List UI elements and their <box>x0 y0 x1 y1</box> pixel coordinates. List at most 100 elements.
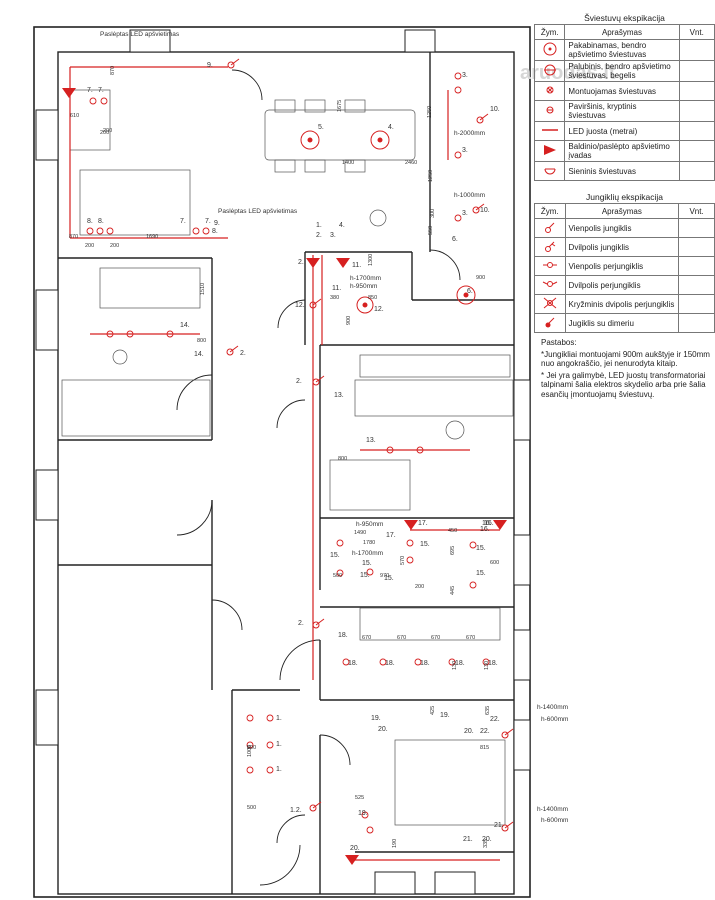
note-line: *Jungikliai montuojami 900m aukštyje ir … <box>541 349 710 369</box>
switch-legend-title: Jungiklių ekspikacija <box>585 192 663 202</box>
dimension-label: 850 <box>368 295 378 301</box>
dimension-label: 200 <box>103 128 113 134</box>
fixture-number: 10. <box>490 106 500 113</box>
legend-text: Vienpolis perjungiklis <box>564 256 680 276</box>
dimension-label: 610 <box>70 113 80 119</box>
fixture-number: 20. <box>350 845 360 852</box>
switch-legend-table: Žym. Aprašymas Vnt. Vienpolis jungiklis … <box>534 203 715 333</box>
hidden-led-label: Paslėptas LED apšvietimas <box>218 208 298 215</box>
fixture-number: 9. <box>214 220 220 227</box>
directional-light-icon <box>533 100 566 122</box>
switch-legend: Jungiklių ekspikacija Žym. Aprašymas Vnt… <box>534 192 715 333</box>
fixture-number: 15. <box>330 552 340 559</box>
cross-double-switch-icon <box>534 294 566 314</box>
legend-header-description: Aprašymas <box>564 24 680 40</box>
dimension-label: 1490 <box>354 530 367 536</box>
dimmer-switch-icon <box>534 313 566 333</box>
dimension-label: 970 <box>380 573 390 579</box>
dimension-label: 870 <box>110 65 116 75</box>
height-label: h-950mm <box>350 283 378 290</box>
fixture-number: 15. <box>360 572 370 579</box>
windows <box>35 29 531 895</box>
fixture-number: 4. <box>339 222 345 229</box>
legend-text: Montuojamas šviestuvas <box>564 81 680 101</box>
fixture-number: 22. <box>480 728 490 735</box>
dimension-label: 670 <box>397 635 407 641</box>
led-strips <box>69 66 500 861</box>
double-switch-icon <box>534 237 566 257</box>
fixture-number: 17. <box>386 532 396 539</box>
fixture-number: 1.2. <box>290 807 302 814</box>
dimension-label: 500 <box>247 805 257 811</box>
dimension-label: 2460 <box>405 160 418 166</box>
fixture-number: 3. <box>330 232 336 239</box>
fixture-number: 7. <box>98 87 104 94</box>
recessed-light-icon <box>533 81 566 101</box>
dimension-label: 425 <box>430 705 436 715</box>
fixture-number: 7. <box>87 87 93 94</box>
fixture-number: 16. <box>484 520 494 527</box>
dimension-label: 1675 <box>337 99 343 112</box>
legend-text: Sieninis šviestuvas <box>564 161 680 181</box>
legend-text: Pakabinamas, bendro apšvietimo šviestuva… <box>564 39 680 61</box>
fixture-number: 19. <box>358 810 368 817</box>
legend-header-qty: Vnt. <box>678 24 715 40</box>
fixture-number: 11. <box>352 262 362 269</box>
dimension-label: 200 <box>415 584 425 590</box>
legend-row: Vienpolis jungiklis <box>534 218 715 238</box>
height-label: h-600mm <box>541 817 569 824</box>
hidden-led-label: Paslėptas LED apšvietimas <box>100 31 180 38</box>
dimension-label: 200 <box>85 243 95 249</box>
fixture-number: 8. <box>212 228 218 235</box>
fixture-number: 18. <box>348 660 358 667</box>
dimension-label: 670 <box>362 635 372 641</box>
single-switch-icon <box>534 218 566 238</box>
fixture-number: 14. <box>194 351 204 358</box>
fixture-number: 18. <box>455 660 465 667</box>
double-changeover-switch-icon <box>534 275 566 295</box>
fixture-number: 10. <box>480 207 490 214</box>
fixture-number: 1. <box>316 222 322 229</box>
dimension-label: 670 <box>431 635 441 641</box>
dimension-label: 300 <box>430 208 436 218</box>
dimension-label: 1000 <box>247 744 253 757</box>
dimension-label: 550 <box>428 225 434 235</box>
fixture-number: 2. <box>296 378 302 385</box>
fixture-number: 1. <box>276 766 282 773</box>
dimension-label: 815 <box>480 745 490 751</box>
legend-text: Kryžminis dvipolis perjungiklis <box>564 294 680 314</box>
legend-text: Jugiklis su dimeriu <box>564 313 680 333</box>
dimension-label: 500 <box>333 573 343 579</box>
dimension-label: 900 <box>346 315 352 325</box>
fixture-number: 3. <box>462 72 468 79</box>
fixture-number: 1. <box>276 715 282 722</box>
dimension-label: 870 <box>69 234 79 240</box>
led-feed-triangles <box>62 88 507 865</box>
legend-text: Dvilpolis perjungiklis <box>564 275 680 295</box>
dimension-label: 695 <box>450 545 456 555</box>
fixture-number: 11. <box>332 285 342 292</box>
legend-row: Palubinis, bendro apšvietimo šviestuvas,… <box>533 60 715 82</box>
fixture-number: 7. <box>205 218 211 225</box>
dimension-label: 670 <box>466 635 476 641</box>
fixture-number: 15. <box>476 570 486 577</box>
height-label: h-1700mm <box>350 275 382 282</box>
legend-row: LED juosta (metrai) <box>533 121 715 141</box>
height-label: h-1000mm <box>454 192 486 199</box>
legend-text: Dvilpolis jungiklis <box>564 237 680 257</box>
fixture-number: 15. <box>420 541 430 548</box>
legend-text: Baldinio/paslėpto apšvietimo įvadas <box>564 140 680 162</box>
height-label: h-1400mm <box>537 704 569 711</box>
fixture-number: 12. <box>374 306 384 313</box>
dimension-label: 1780 <box>363 540 376 546</box>
dimension-label: 1400 <box>342 160 355 166</box>
note-line: * Jei yra galimybė, LED juostų transform… <box>541 370 706 399</box>
fixture-number: 18. <box>488 660 498 667</box>
door-swings <box>176 69 461 886</box>
legend-header-symbol: Žym. <box>533 24 566 40</box>
dimension-label: 450 <box>448 528 458 534</box>
fixture-number: 19. <box>440 712 450 719</box>
fixture-number: 15. <box>384 575 394 582</box>
notes-title: Pastabos: <box>541 338 577 347</box>
dimension-label: 570 <box>400 555 406 565</box>
